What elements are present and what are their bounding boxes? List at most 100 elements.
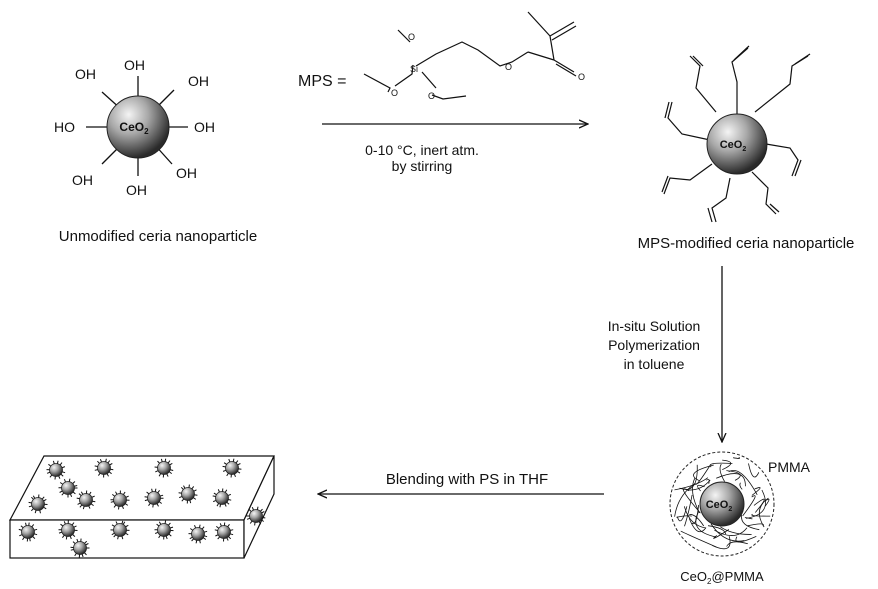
coated-caption: CeO2@PMMA bbox=[680, 569, 764, 586]
oxygen-atom: O bbox=[391, 88, 398, 98]
oh-label: OH bbox=[194, 119, 215, 135]
pmma-chain bbox=[742, 495, 756, 517]
pmma-chain bbox=[688, 518, 707, 533]
oh-label: OH bbox=[188, 73, 209, 89]
ceria-sphere bbox=[106, 95, 170, 159]
coated-nanoparticle: CeO2 PMMA CeO2@PMMA bbox=[669, 451, 811, 586]
oh-label: OH bbox=[72, 172, 93, 188]
pmma-chain bbox=[733, 456, 741, 459]
embedded-particle bbox=[28, 494, 48, 514]
hydroxyl-labels: OH OH OH HO OH OH OH OH bbox=[54, 57, 215, 198]
pmma-chain bbox=[747, 523, 764, 527]
embedded-particle bbox=[144, 488, 164, 508]
mps-definition: MPS = Si O O O O O bbox=[298, 11, 585, 101]
pmma-chain bbox=[739, 482, 743, 490]
pmma-chain bbox=[687, 479, 711, 491]
core-label: CeO2 bbox=[706, 499, 733, 513]
embedded-particles bbox=[18, 458, 266, 558]
pmma-label: PMMA bbox=[768, 459, 811, 475]
pmma-shell-outline bbox=[669, 451, 775, 557]
ceria-sphere bbox=[706, 113, 768, 175]
pmma-chain bbox=[679, 464, 698, 490]
embedded-particle bbox=[94, 458, 114, 478]
oh-label: OH bbox=[126, 182, 147, 198]
pmma-chain bbox=[741, 515, 760, 531]
mps-label: MPS = bbox=[298, 73, 346, 90]
oxygen-atom: O bbox=[578, 72, 585, 82]
embedded-particle bbox=[246, 506, 266, 526]
pmma-chain bbox=[705, 479, 710, 484]
pmma-chain bbox=[751, 513, 771, 517]
pmma-chain bbox=[709, 462, 733, 468]
pmma-chain bbox=[710, 523, 745, 542]
step1-arrow-group: 0-10 °C, inert atm. by stirring bbox=[322, 124, 588, 174]
embedded-particle bbox=[58, 520, 78, 540]
pmma-chain bbox=[719, 463, 725, 482]
pmma-chain bbox=[684, 506, 707, 529]
pmma-chain bbox=[676, 506, 688, 522]
pmma-chain bbox=[693, 464, 714, 482]
mps-atoms: Si O O O O O bbox=[391, 32, 585, 101]
pmma-chain bbox=[707, 525, 727, 535]
embedded-particle bbox=[188, 524, 208, 544]
embedded-particle bbox=[18, 522, 38, 542]
pmma-chain bbox=[713, 529, 730, 539]
pmma-chain bbox=[745, 489, 766, 519]
pmma-chain bbox=[753, 498, 765, 513]
oxygen-atom: O bbox=[428, 91, 435, 101]
pmma-chain bbox=[722, 459, 732, 470]
pmma-tangle bbox=[674, 456, 771, 550]
embedded-particle bbox=[70, 538, 90, 558]
embedded-particle bbox=[46, 460, 66, 480]
silicon-atom: Si bbox=[410, 64, 418, 74]
oxygen-atom: O bbox=[505, 62, 512, 72]
composite-film bbox=[9, 455, 275, 559]
core-label: CeO2 bbox=[119, 120, 149, 136]
embedded-particle bbox=[154, 520, 174, 540]
pmma-chain bbox=[712, 536, 731, 550]
step3-arrow-group: Blending with PS in THF bbox=[318, 471, 604, 494]
pmma-chain bbox=[764, 498, 770, 507]
oh-label: OH bbox=[124, 57, 145, 73]
pmma-chain bbox=[684, 494, 693, 527]
step2-condition-line1: In-situ Solution bbox=[608, 318, 701, 334]
modified-nanoparticle: CeO2 MPS-modified ceria nanoparticle bbox=[638, 45, 855, 252]
step1-condition-line2: by stirring bbox=[392, 158, 453, 174]
ho-label: HO bbox=[54, 119, 75, 135]
pmma-chain bbox=[726, 541, 748, 547]
embedded-particle bbox=[76, 490, 96, 510]
oh-label: OH bbox=[176, 165, 197, 181]
film-side-face bbox=[243, 455, 275, 559]
embedded-particle bbox=[222, 458, 242, 478]
embedded-particle bbox=[214, 522, 234, 542]
pmma-chain bbox=[748, 463, 760, 478]
pmma-chain bbox=[716, 473, 746, 487]
step2-condition-line2: Polymerization bbox=[608, 337, 700, 353]
embedded-particle bbox=[154, 458, 174, 478]
vinyl-groups bbox=[661, 45, 811, 223]
core-label: CeO2 bbox=[720, 139, 747, 153]
pmma-chain bbox=[676, 515, 692, 518]
step2-condition-line3: in toluene bbox=[624, 356, 685, 372]
mps-structure bbox=[363, 11, 577, 100]
modified-caption: MPS-modified ceria nanoparticle bbox=[638, 235, 855, 252]
pmma-chain bbox=[691, 504, 699, 525]
embedded-particle bbox=[58, 478, 78, 498]
step1-condition-line1: 0-10 °C, inert atm. bbox=[365, 142, 479, 158]
step3-condition: Blending with PS in THF bbox=[386, 471, 548, 488]
oxygen-atom: O bbox=[408, 32, 415, 42]
embedded-particle bbox=[212, 488, 232, 508]
step2-arrow-group: In-situ Solution Polymerization in tolue… bbox=[608, 266, 722, 442]
pmma-chain bbox=[692, 478, 700, 513]
pmma-chain bbox=[689, 514, 705, 527]
ceria-sphere bbox=[699, 481, 745, 527]
pmma-chain bbox=[720, 526, 752, 535]
pmma-chain bbox=[726, 470, 741, 481]
pmma-chain bbox=[680, 530, 717, 548]
unmodified-nanoparticle: CeO2 OH OH OH HO OH OH OH OH Unmodified … bbox=[54, 57, 257, 245]
oh-label: OH bbox=[75, 66, 96, 82]
embedded-particle bbox=[110, 520, 130, 540]
unmodified-caption: Unmodified ceria nanoparticle bbox=[59, 228, 257, 245]
